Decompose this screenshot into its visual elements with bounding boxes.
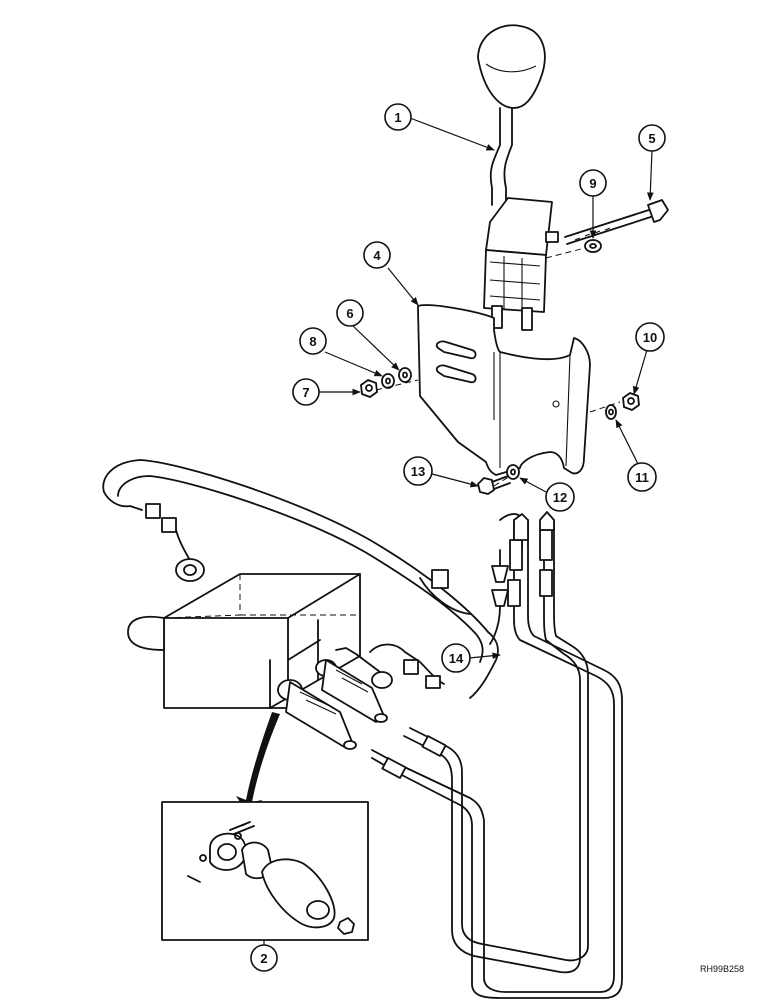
shift-lever [477,24,559,331]
callout-1: 1 [384,103,412,131]
bolt-13 [477,475,511,495]
washer-9 [584,239,602,253]
washer-6 [398,367,412,383]
callout-2: 2 [250,944,278,972]
svg-text:12: 12 [553,490,567,505]
svg-text:10: 10 [643,330,657,345]
callout-11: 11 [627,462,657,492]
washer-11 [605,404,617,420]
svg-text:5: 5 [648,131,655,146]
nut-7 [360,379,378,398]
callout-14: 14 [441,643,471,673]
callout-7: 7 [292,378,320,406]
bolt-5 [564,199,669,245]
svg-text:2: 2 [260,951,267,966]
detail-inset [161,801,369,941]
callout-10: 10 [635,322,665,352]
detail-arrow [236,712,280,820]
callout-6: 6 [336,299,364,327]
reference-code: RH99B258 [700,964,745,974]
callout-4: 4 [363,241,391,269]
svg-text:6: 6 [346,306,353,321]
washer-12 [506,464,520,480]
callout-13: 13 [403,456,433,486]
callout-9: 9 [579,169,607,197]
svg-text:4: 4 [373,248,381,263]
svg-text:11: 11 [635,470,649,485]
svg-text:1: 1 [394,110,401,125]
svg-text:9: 9 [589,176,596,191]
valve-block [127,573,393,750]
washer-8 [381,373,395,389]
svg-text:14: 14 [449,651,464,666]
svg-text:8: 8 [309,334,316,349]
control-cables [371,511,623,999]
callout-12: 12 [545,482,575,512]
callout-8: 8 [299,327,327,355]
svg-text:7: 7 [302,385,309,400]
nut-10 [622,392,640,411]
mounting-bracket [417,304,591,476]
svg-text:13: 13 [411,464,425,479]
callout-5: 5 [638,124,666,152]
